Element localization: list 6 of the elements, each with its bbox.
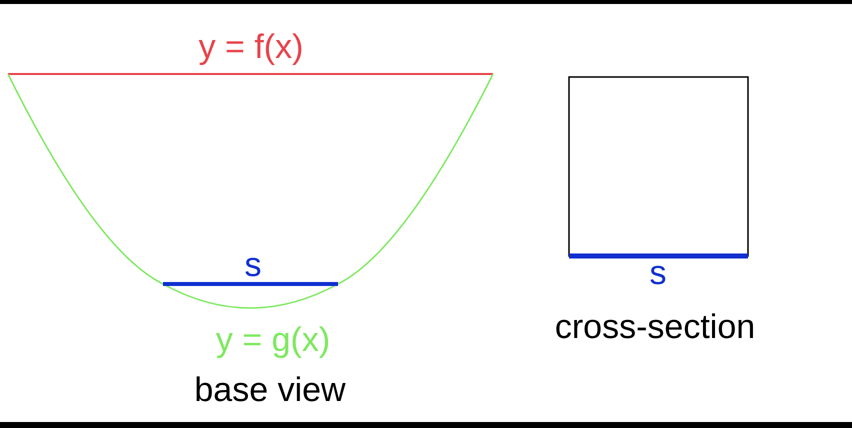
side-label: s [650,256,666,290]
side-label: s [244,248,262,282]
curve-label: y = g(x) [216,323,330,357]
curve-label: y = f(x) [198,30,304,64]
view-label: cross-section [554,310,756,344]
view-label: base view [194,373,346,407]
